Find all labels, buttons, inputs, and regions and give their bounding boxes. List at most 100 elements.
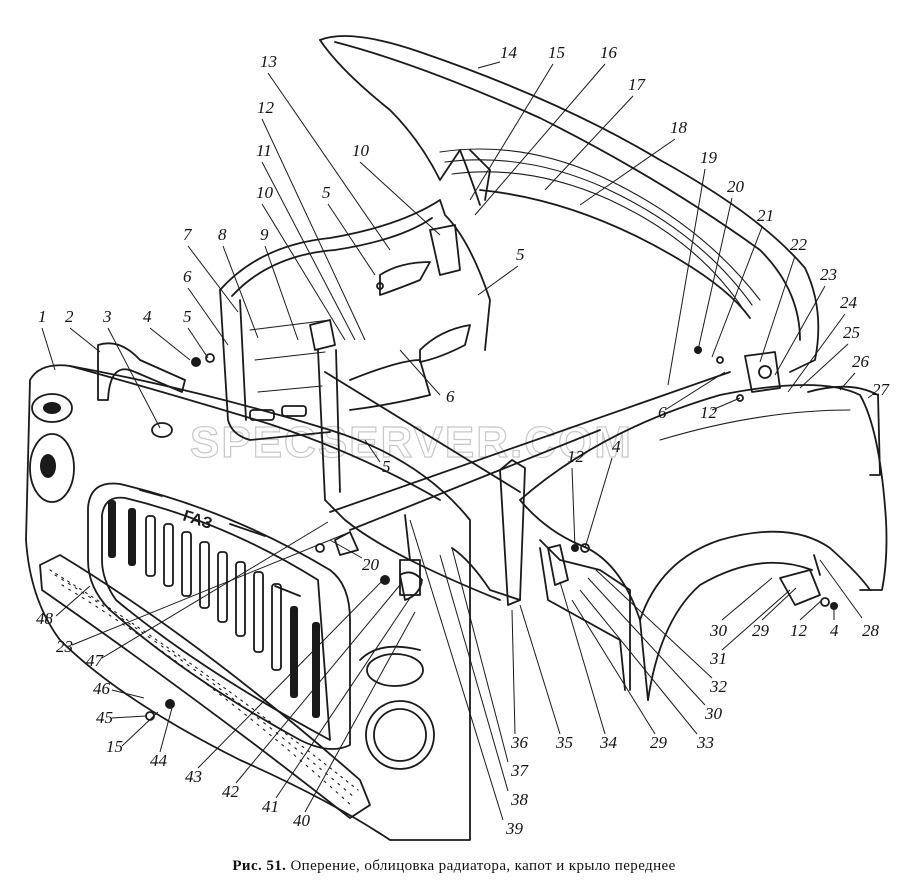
callout-label: 5 [382, 457, 391, 476]
callout-leader [187, 245, 239, 313]
callout-label: 18 [670, 118, 688, 137]
callout-c34: 34 [559, 581, 618, 752]
callout-leader [121, 711, 159, 747]
callout-label: 15 [548, 43, 565, 62]
callout-leader [544, 95, 634, 191]
callout-leader [774, 285, 826, 376]
callout-label: 28 [862, 621, 880, 640]
callout-leader [261, 118, 366, 341]
callout-label: 39 [505, 819, 524, 838]
callout-leader [267, 72, 391, 251]
callout-leader [69, 327, 101, 353]
callout-label: 43 [185, 767, 202, 786]
callout-label: 7 [183, 225, 193, 244]
callout-label: 22 [790, 235, 808, 254]
callout-label: 21 [757, 206, 774, 225]
callout-label: 16 [600, 43, 618, 62]
callout-label: 6 [183, 267, 192, 286]
callout-label: 29 [752, 621, 770, 640]
callout-c7: 7 [183, 225, 239, 313]
callout-leader [759, 255, 796, 363]
callout-c12c: 12 [567, 447, 585, 549]
callout-leader [359, 161, 441, 236]
callout-label: 30 [709, 621, 728, 640]
figure-title: Оперение, облицовка радиатора, капот и к… [290, 858, 676, 874]
callout-leader [511, 609, 516, 735]
callout-c45: 45 [96, 708, 147, 727]
callout-label: 35 [555, 733, 573, 752]
callout-label: 27 [872, 380, 891, 399]
callout-label: 23 [56, 637, 73, 656]
callout-leader [264, 245, 299, 341]
callout-leader [584, 457, 613, 549]
callout-label: 44 [150, 751, 168, 770]
callout-leader [197, 577, 386, 769]
callout-leader [721, 577, 773, 621]
callout-c12d: 12 [790, 599, 823, 640]
callout-leader [721, 589, 791, 651]
callout-label: 4 [612, 437, 621, 456]
callout-label: 10 [352, 141, 370, 160]
callout-label: 5 [183, 307, 192, 326]
callout-c37: 37 [451, 547, 530, 780]
callout-leader [364, 439, 381, 463]
watermark: SPECSERVER.COM [190, 418, 633, 467]
callout-label: 23 [820, 265, 837, 284]
callout-label: 40 [293, 811, 311, 830]
callout-c27: 27 [867, 380, 891, 399]
callout-label: 26 [852, 352, 870, 371]
callout-leader [587, 577, 706, 706]
callout-c4b: 4 [584, 437, 621, 549]
radiator-grille-facing: ГАЗ [25, 364, 471, 841]
callout-label: 37 [510, 761, 530, 780]
callout-c15: 15 [469, 43, 565, 201]
callout-leader [159, 707, 173, 753]
callout-label: 9 [260, 225, 269, 244]
callout-label: 17 [628, 75, 647, 94]
callout-leader [111, 715, 147, 719]
callout-label: 38 [510, 790, 529, 809]
callout-label: 20 [727, 177, 745, 196]
callout-c43: 43 [185, 577, 386, 786]
callout-leader [71, 531, 351, 646]
callout-c24: 24 [787, 293, 858, 393]
callout-leader [261, 161, 356, 341]
callout-leader [451, 547, 509, 763]
callout-c31: 31 [709, 589, 791, 668]
callout-label: 3 [102, 307, 112, 326]
callout-c12a: 12 [257, 98, 366, 341]
callout-c39: 39 [409, 519, 524, 838]
callout-leader [261, 203, 346, 341]
callout-leader [711, 397, 741, 411]
callout-c16: 16 [474, 43, 618, 216]
callout-label: 8 [218, 225, 227, 244]
figure-number: Рис. 51. [232, 858, 287, 874]
callout-c4a: 4 [143, 307, 191, 361]
radiator-supports [317, 349, 731, 606]
callout-label: 6 [446, 387, 455, 406]
callout-label: 41 [262, 797, 279, 816]
callout-c35: 35 [519, 604, 573, 752]
callout-label: 12 [700, 403, 718, 422]
callout-c6b: 6 [399, 349, 455, 406]
callout-leader [107, 327, 161, 429]
callout-leader [519, 604, 561, 735]
callout-leader [571, 599, 656, 735]
callout-label: 34 [599, 733, 618, 752]
callout-label: 29 [650, 733, 668, 752]
callout-leader [477, 265, 519, 296]
callout-c33: 33 [579, 589, 714, 752]
callout-label: 20 [362, 555, 380, 574]
callout-leader [327, 203, 376, 276]
callout-c29b: 29 [571, 599, 668, 752]
callout-label: 48 [36, 609, 54, 628]
callout-leader [187, 327, 209, 359]
callout-c2: 2 [65, 307, 101, 353]
callout-c47: 47 [86, 521, 329, 670]
callout-c10a: 10 [256, 183, 346, 341]
callout-c1: 1 [38, 307, 56, 371]
callout-c6c: 6 [658, 371, 726, 422]
callout-c19: 19 [667, 148, 718, 386]
